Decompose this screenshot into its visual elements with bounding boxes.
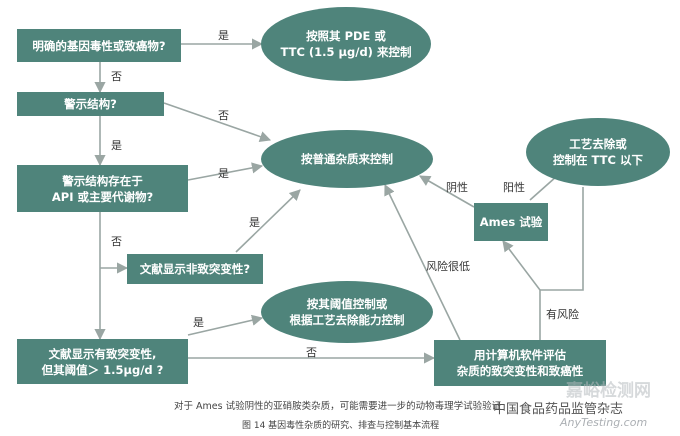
label-no-1: 否 [111, 70, 122, 83]
edge-q4-to-ordinary [235, 189, 301, 253]
label-no-2: 否 [218, 109, 229, 122]
node-lit-nonmutagenic-question: 文献显示非致突变性? [127, 254, 263, 284]
node-alert-structure-question: 警示结构? [17, 92, 164, 116]
edge-software-risk-branch [540, 187, 584, 291]
label-low-risk: 风险很低 [426, 260, 470, 273]
node-control-threshold: 按其阈值控制或 根据工艺去除能力控制 [261, 281, 433, 343]
edge-ames-to-ordinary [419, 175, 475, 208]
node-control-pde-ttc: 按照其 PDE 或 TTC (1.5 μg/d) 来控制 [261, 7, 431, 81]
label-yes-4: 是 [249, 216, 260, 229]
edge-software-to-ordinary [384, 183, 461, 341]
edge-q2-to-ordinary [163, 102, 272, 142]
edge-q3-to-ordinary [187, 162, 264, 181]
label-negative: 阴性 [446, 181, 468, 194]
label-no-4: 否 [306, 346, 317, 359]
watermark-site: AnyTesting.com [560, 416, 648, 429]
node-ames-test: Ames 试验 [474, 203, 548, 241]
watermark-journal: 中国食品药品监管杂志 [493, 402, 624, 417]
watermark-site-cn: 嘉峪检测网 [566, 381, 651, 401]
label-has-risk: 有风险 [546, 308, 579, 321]
label-yes-1: 是 [218, 29, 229, 42]
node-control-process-ttc: 工艺去除或 控制在 TTC 以下 [526, 118, 670, 186]
label-positive: 阳性 [503, 181, 525, 194]
node-lit-mutagenic-question: 文献显示有致突变性, 但其阈值＞ 1.5μg/d ? [17, 339, 188, 384]
node-genotoxic-question: 明确的基因毒性或致癌物? [17, 29, 181, 62]
caption-figure: 图 14 基因毒性杂质的研究、排查与控制基本流程 [242, 421, 440, 431]
caption-note: 对于 Ames 试验阴性的亚硝胺类杂质，可能需要进一步的动物毒理学试验验证 [174, 401, 502, 412]
label-yes-3: 是 [218, 167, 229, 180]
node-software-evaluation: 用计算机软件评估 杂质的致突变性和致癌性 [434, 340, 606, 386]
label-yes-5: 是 [193, 316, 204, 329]
node-alert-in-api-question: 警示结构存在于 API 或主要代谢物? [17, 165, 188, 212]
label-yes-2: 是 [111, 139, 122, 152]
node-control-ordinary: 按普通杂质来控制 [261, 130, 433, 188]
edge-q5-to-threshold [187, 314, 264, 336]
label-no-3: 否 [111, 235, 122, 248]
edge-software-to-ames [502, 240, 541, 340]
